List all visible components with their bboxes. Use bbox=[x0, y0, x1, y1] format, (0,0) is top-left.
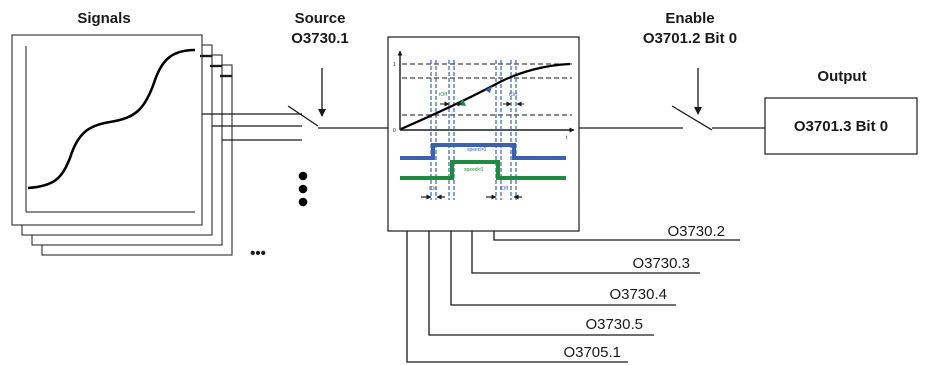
vdot bbox=[298, 184, 308, 194]
hysteresis-block: 1 0 t tOff tOn speed>0 bbox=[387, 36, 580, 232]
param-leader-3 bbox=[450, 231, 676, 306]
more-signals-dots: ••• bbox=[250, 245, 266, 262]
param-label-3: O3730.4 bbox=[609, 286, 667, 303]
enable-label: Enable bbox=[665, 10, 714, 27]
ton-upper-label: tOn bbox=[509, 92, 517, 98]
enable-switch: Enable O3701.2 Bit 0 bbox=[579, 10, 765, 131]
param-leader-5 bbox=[406, 231, 628, 363]
source-selector: Source O3730.1 bbox=[202, 10, 388, 207]
param-label-4: O3730.5 bbox=[585, 316, 643, 333]
source-switch-blade bbox=[287, 105, 319, 127]
toff-lower-label: tOff bbox=[500, 186, 509, 192]
enable-switch-blade bbox=[671, 105, 713, 131]
speed-negative-signal bbox=[400, 160, 566, 180]
speed-negative-label: speed<0 bbox=[464, 167, 484, 173]
param-label-2: O3730.3 bbox=[632, 255, 690, 272]
speed-positive-signal bbox=[400, 143, 566, 160]
vdot bbox=[298, 197, 308, 207]
function-block-frame bbox=[387, 36, 580, 232]
source-param: O3730.1 bbox=[291, 30, 349, 47]
output-param: O3701.3 Bit 0 bbox=[794, 118, 888, 135]
vdot bbox=[298, 171, 308, 181]
param-leader-2 bbox=[471, 231, 700, 274]
signals-stack: Signals ••• bbox=[11, 10, 266, 262]
speed-positive-label: speed>0 bbox=[467, 147, 487, 153]
y-one-label: 1 bbox=[393, 62, 396, 68]
param-label-1: O3730.2 bbox=[667, 223, 725, 240]
param-leader-4 bbox=[428, 231, 654, 336]
output-block: Output O3701.3 Bit 0 bbox=[764, 68, 918, 155]
parameter-leaders: O3730.2 O3730.3 O3730.4 O3730.5 O3705.1 bbox=[406, 223, 740, 363]
signals-title: Signals bbox=[77, 10, 130, 27]
y-zero-label: 0 bbox=[393, 128, 396, 134]
output-label: Output bbox=[817, 68, 866, 85]
param-leader-1 bbox=[493, 231, 740, 241]
ramp-curve bbox=[400, 62, 571, 131]
signal-curve bbox=[27, 48, 196, 190]
source-label: Source bbox=[295, 10, 346, 27]
enable-param: O3701.2 Bit 0 bbox=[643, 30, 737, 47]
curve-up-arrow bbox=[485, 86, 492, 93]
output-box bbox=[764, 97, 918, 155]
ton-lower-label: tOn bbox=[429, 186, 437, 192]
toff-upper-label: tOff bbox=[439, 92, 448, 98]
param-label-5: O3705.1 bbox=[563, 344, 621, 361]
t-axis-label: t bbox=[566, 135, 568, 141]
signal-sheet-1 bbox=[11, 34, 203, 226]
